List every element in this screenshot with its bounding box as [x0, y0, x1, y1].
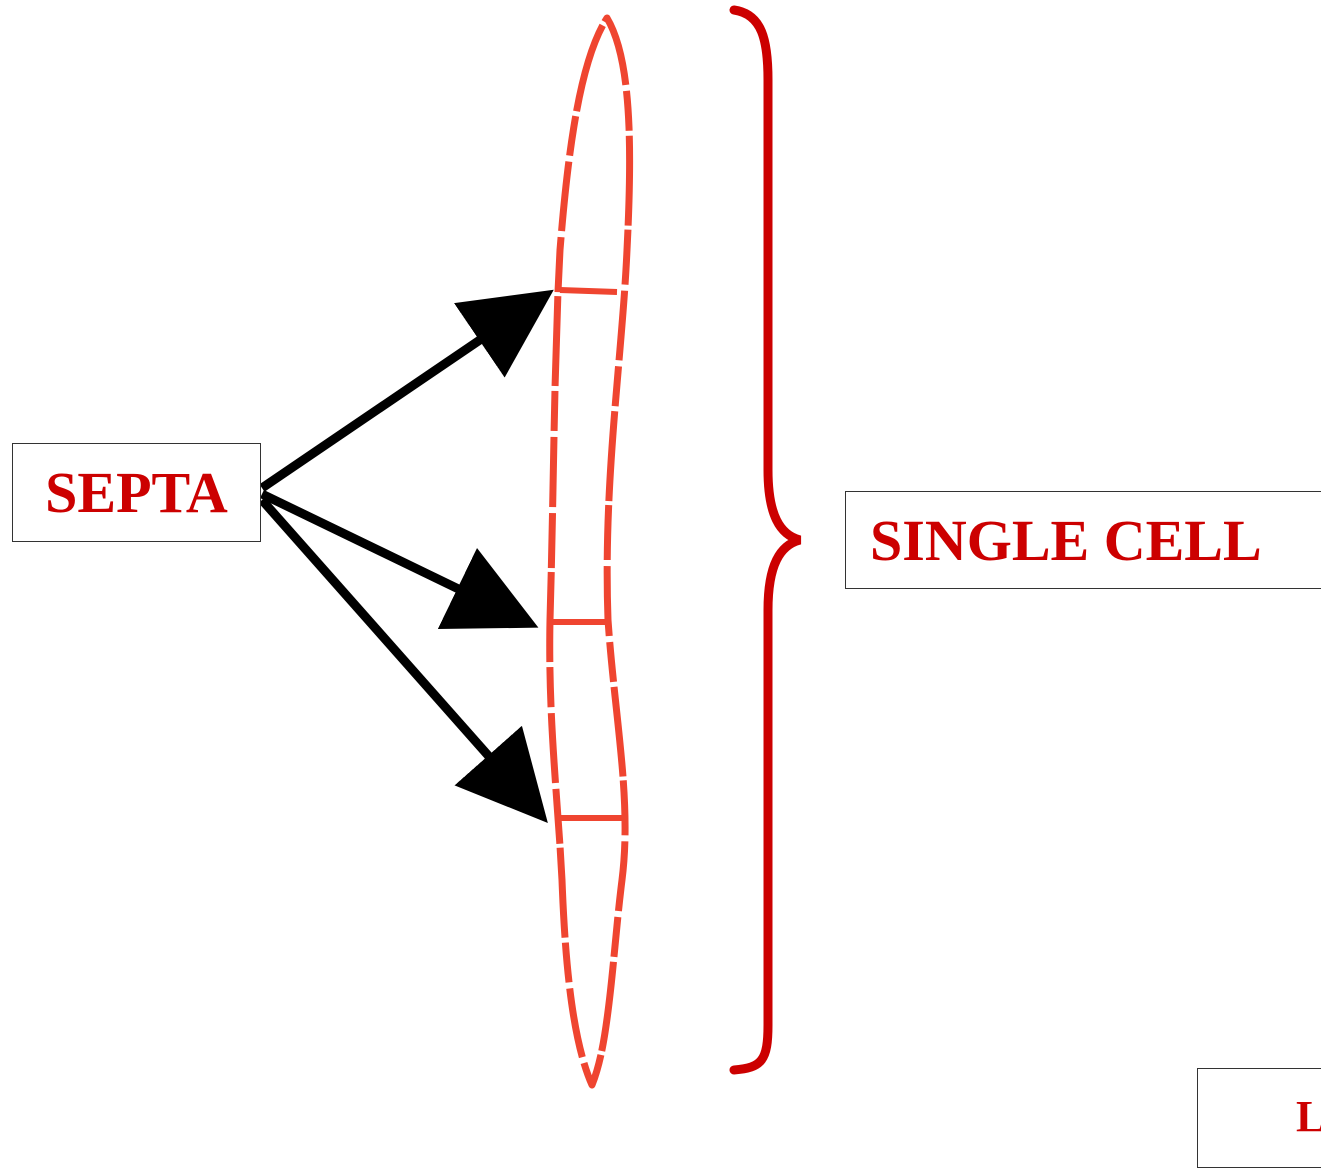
- arrow-to-septum-middle: [260, 489, 539, 630]
- septa-label: SEPTA: [45, 460, 228, 525]
- single-cell-label: SINGLE CELL: [870, 507, 1262, 573]
- septa-label-box: SEPTA: [12, 443, 261, 542]
- curly-brace: [729, 5, 802, 1075]
- partial-label: L: [1296, 1091, 1321, 1142]
- septum-upper: [559, 287, 618, 295]
- cell-outline: [546, 14, 634, 1089]
- partial-label-box: L: [1197, 1068, 1321, 1168]
- arrow-to-septum-upper: [259, 289, 554, 492]
- arrow-to-septum-lower: [258, 497, 548, 823]
- single-cell-label-box: SINGLE CELL: [845, 491, 1321, 589]
